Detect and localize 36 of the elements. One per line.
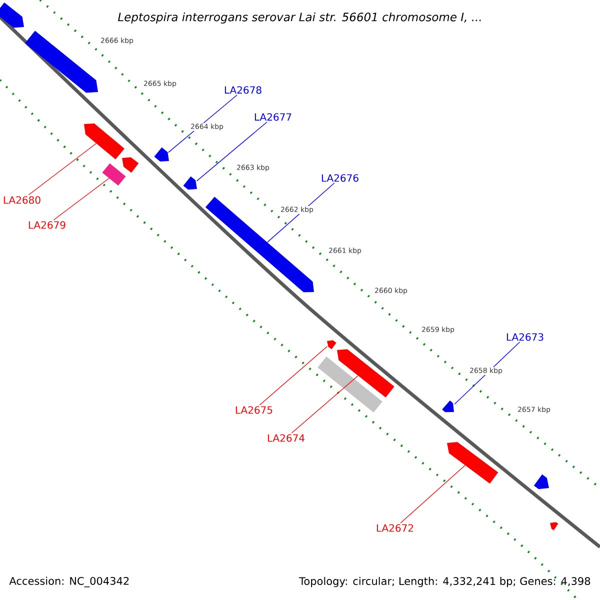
gene-feature [122, 157, 139, 173]
gene-feature [0, 2, 24, 28]
gene-block [102, 163, 126, 186]
gene-feature [442, 400, 454, 412]
footer-text: Topology: circular; Length: 4,332,241 bp; Genes: 4,398 [299, 576, 590, 588]
gene-feature [205, 196, 314, 292]
gene-label: LA2680 [4, 196, 40, 204]
gene-feature [84, 124, 124, 160]
leader-line [196, 122, 268, 182]
gene-feature [24, 30, 98, 93]
leader-line [267, 182, 335, 243]
gene-feature [183, 176, 197, 190]
leader-line [259, 346, 328, 406]
gene-label: LA2677 [254, 113, 292, 121]
gene-label: LA2679 [28, 221, 66, 229]
gene-block [318, 356, 382, 412]
gene-feature [154, 147, 169, 162]
gene-label: LA2676 [322, 174, 358, 182]
leader-line [28, 143, 96, 196]
title: Leptospira interrogans serovar Lai str. 56601 chromosome I, ... [118, 12, 481, 24]
gene-label: LA2672 [376, 524, 414, 532]
gene-feature [447, 442, 498, 484]
gene-label: LA2678 [224, 86, 262, 94]
gene-label: LA2674 [268, 434, 304, 442]
footer-text: Accession: NC_004342 [9, 576, 129, 588]
leader-line [53, 178, 110, 220]
gene-feature [337, 349, 394, 398]
leader-line [168, 94, 238, 153]
gene-feature [534, 474, 549, 490]
gene-feature [550, 522, 558, 530]
gene-feature [327, 340, 336, 350]
leader-line [400, 465, 466, 524]
leader-line [291, 375, 358, 434]
gene-label: LA2673 [506, 333, 544, 341]
gene-label: LA2675 [236, 406, 272, 414]
leader-line [454, 342, 520, 405]
